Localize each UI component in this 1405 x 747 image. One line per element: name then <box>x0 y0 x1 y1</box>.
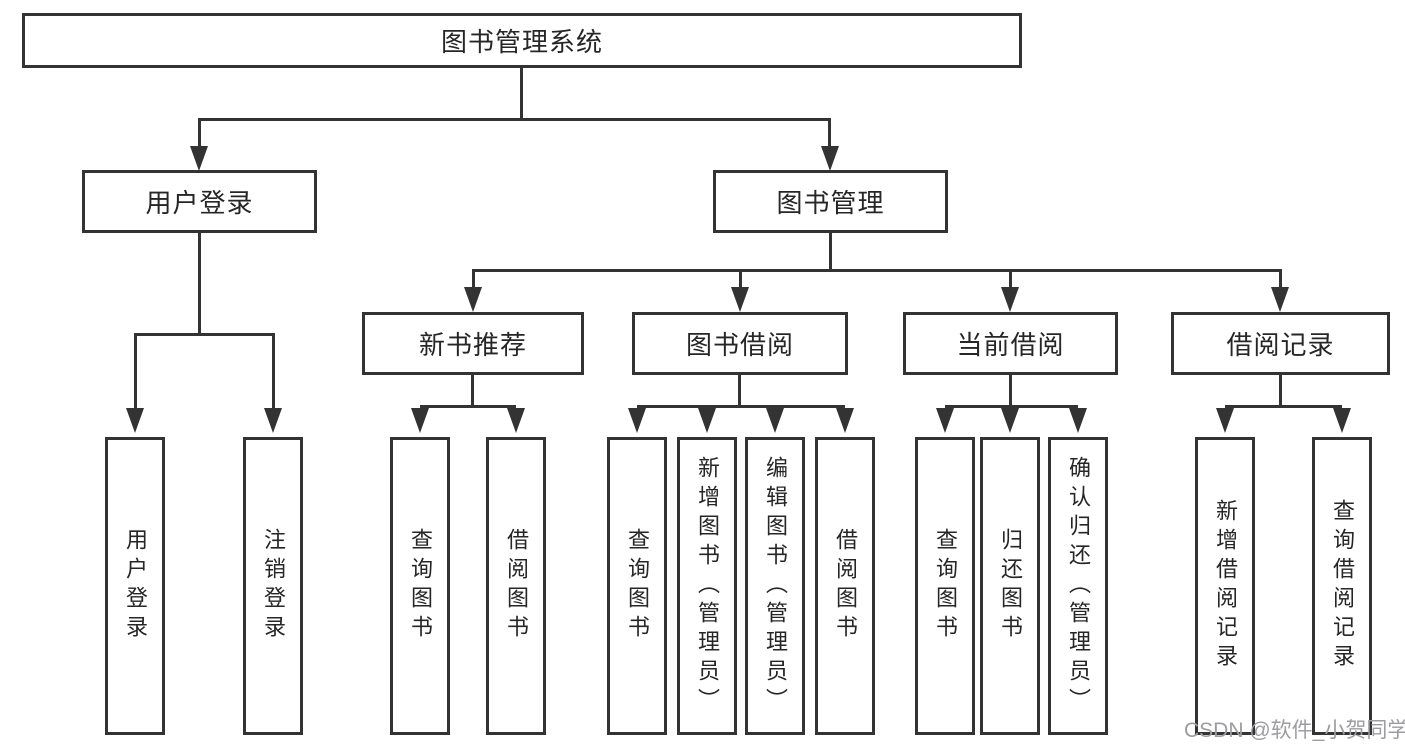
connector-g0-hline <box>420 405 516 408</box>
leaf-current-query-books-label: 查询图书 <box>933 528 958 644</box>
leaf-user-login-label: 用户登录 <box>123 528 148 644</box>
leaf-confirm-return-admin: 确认归还（管理员） <box>1048 437 1108 735</box>
arrowhead <box>1271 287 1289 312</box>
arrowhead <box>464 287 482 312</box>
node-book-management: 图书管理 <box>713 170 948 233</box>
leaf-borrow-query-books: 查询图书 <box>607 437 667 735</box>
leaf-confirm-return-admin-label: 确认归还（管理员） <box>1066 455 1091 717</box>
node-current-borrow: 当前借阅 <box>903 312 1118 375</box>
leaf-borrow-borrow-books-label: 借阅图书 <box>833 528 858 644</box>
connector-mgmt-stub-1 <box>472 269 475 289</box>
leaf-recommend-borrow-books: 借阅图书 <box>486 437 546 735</box>
arrowhead <box>507 408 525 433</box>
connector-g3-vline <box>1279 375 1282 407</box>
connector-mgmt-vline <box>829 233 832 271</box>
arrowhead <box>1333 408 1351 433</box>
arrowhead <box>1001 408 1019 433</box>
leaf-edit-book-admin: 编辑图书（管理员） <box>745 437 805 735</box>
node-new-book-recommend-label: 新书推荐 <box>418 330 527 360</box>
arrowhead <box>264 408 282 433</box>
node-borrow-records: 借阅记录 <box>1171 312 1390 375</box>
connector-g1-hline <box>637 405 845 408</box>
arrowhead <box>628 408 646 433</box>
arrowhead <box>1069 408 1087 433</box>
leaf-add-borrow-record-label: 新增借阅记录 <box>1213 499 1238 673</box>
connector-user-stub-right <box>272 333 275 410</box>
connector-user-vline <box>198 233 201 335</box>
node-book-management-label: 图书管理 <box>776 188 885 218</box>
arrowhead <box>411 408 429 433</box>
connector-user-hline <box>135 333 274 336</box>
leaf-recommend-borrow-books-label: 借阅图书 <box>504 528 529 644</box>
leaf-add-book-admin-label: 新增图书（管理员） <box>695 455 720 717</box>
leaf-recommend-query-books-label: 查询图书 <box>408 528 433 644</box>
connector-root-stub-left <box>198 118 201 149</box>
connector-g0-vline <box>471 375 474 407</box>
connector-g1-vline <box>738 375 741 407</box>
arrowhead <box>190 146 208 171</box>
arrowhead <box>1001 287 1019 312</box>
node-borrow-records-label: 借阅记录 <box>1226 330 1335 360</box>
leaf-borrow-borrow-books: 借阅图书 <box>815 437 875 735</box>
connector-root-hline <box>198 118 831 121</box>
connector-mgmt-stub-3 <box>1009 269 1012 289</box>
connector-g3-hline <box>1225 405 1342 408</box>
node-root-label: 图书管理系统 <box>440 27 603 57</box>
node-book-borrow: 图书借阅 <box>632 312 848 375</box>
node-root: 图书管理系统 <box>22 13 1022 68</box>
leaf-return-book: 归还图书 <box>980 437 1040 735</box>
arrowhead <box>731 287 749 312</box>
node-user-login: 用户登录 <box>82 170 317 233</box>
connector-root-vline <box>520 68 523 120</box>
leaf-borrow-query-books-label: 查询图书 <box>625 528 650 644</box>
arrowhead <box>766 408 784 433</box>
arrowhead <box>1216 408 1234 433</box>
leaf-recommend-query-books: 查询图书 <box>390 437 450 735</box>
node-new-book-recommend: 新书推荐 <box>362 312 584 375</box>
leaf-logout: 注销登录 <box>243 437 303 735</box>
arrowhead <box>836 408 854 433</box>
node-user-login-label: 用户登录 <box>145 188 254 218</box>
connector-user-stub-left <box>134 333 137 410</box>
watermark: CSDN @软件_小贺同学 <box>1184 719 1405 742</box>
node-book-borrow-label: 图书借阅 <box>685 330 794 360</box>
leaf-add-book-admin: 新增图书（管理员） <box>677 437 737 735</box>
connector-root-stub-right <box>828 118 831 149</box>
leaf-add-borrow-record: 新增借阅记录 <box>1195 437 1255 735</box>
arrowhead <box>936 408 954 433</box>
leaf-query-borrow-record-label: 查询借阅记录 <box>1330 499 1355 673</box>
connector-mgmt-stub-4 <box>1279 269 1282 289</box>
connector-mgmt-stub-2 <box>739 269 742 289</box>
arrowhead <box>821 146 839 171</box>
leaf-query-borrow-record: 查询借阅记录 <box>1312 437 1372 735</box>
connector-mgmt-hline <box>473 269 1281 272</box>
leaf-user-login: 用户登录 <box>105 437 165 735</box>
connector-g2-vline <box>1009 375 1012 407</box>
node-current-borrow-label: 当前借阅 <box>956 330 1065 360</box>
leaf-logout-label: 注销登录 <box>261 528 286 644</box>
arrowhead <box>698 408 716 433</box>
arrowhead <box>126 408 144 433</box>
leaf-edit-book-admin-label: 编辑图书（管理员） <box>763 455 788 717</box>
leaf-current-query-books: 查询图书 <box>915 437 975 735</box>
connector-g2-hline <box>945 405 1078 408</box>
leaf-return-book-label: 归还图书 <box>998 528 1023 644</box>
